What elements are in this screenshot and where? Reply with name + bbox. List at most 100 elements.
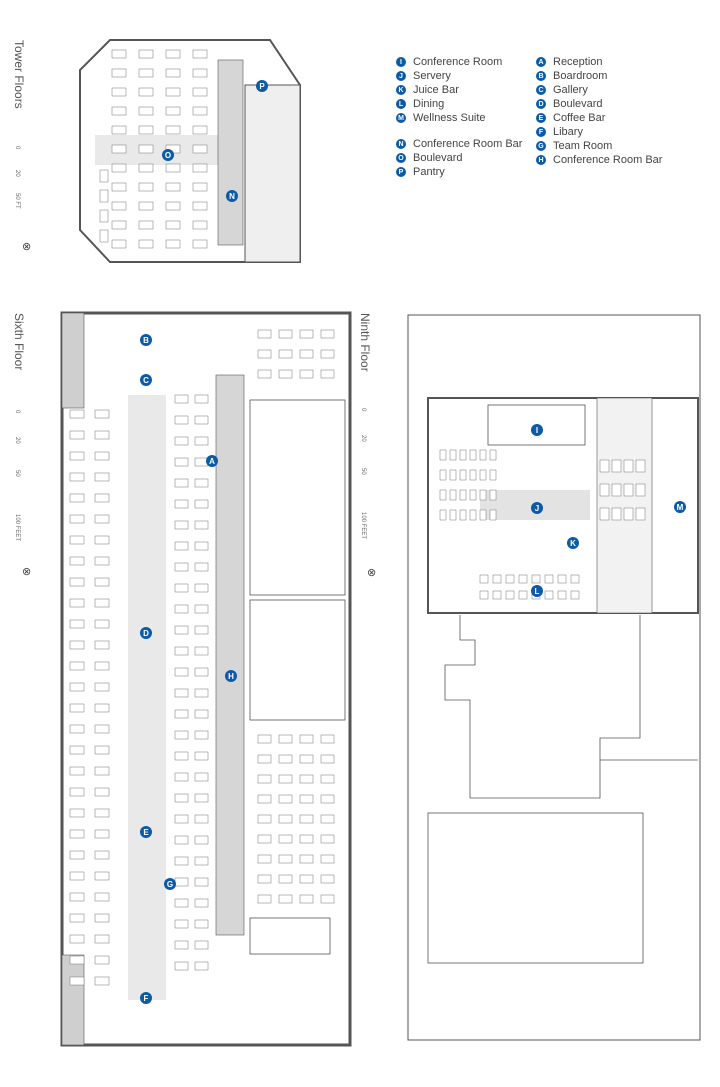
desk [479,509,487,521]
desk [174,940,189,950]
desk [192,125,208,135]
desk [611,459,622,473]
desk [94,955,110,965]
north-arrow-icon: ⊗ [367,567,377,579]
desk [299,349,314,359]
desk [439,489,447,501]
desk [489,509,497,521]
desk [69,913,85,923]
desk [299,854,314,864]
desk [111,239,127,249]
desk [138,106,154,116]
desk [174,394,189,404]
desk [174,709,189,719]
desk [192,49,208,59]
desk [479,574,489,584]
desk [257,734,272,744]
desk [194,667,209,677]
legend-marker-icon: G [536,141,546,151]
desk [492,574,502,584]
desk [299,754,314,764]
desk [174,898,189,908]
desk [278,814,293,824]
desk [257,854,272,864]
desk [320,794,335,804]
desk [439,469,447,481]
desk [439,509,447,521]
desk [194,394,209,404]
legend-label: Servery [413,70,451,82]
tower-floor-plan [79,39,301,263]
legend-marker-icon: I [396,57,406,67]
room-marker-h: H [225,670,237,682]
desk [138,68,154,78]
desk [111,125,127,135]
desk [611,507,622,521]
sixth-floor-title: Sixth Floor [12,313,26,371]
legend-marker-icon: N [396,139,406,149]
desk [174,583,189,593]
desk [194,961,209,971]
desk [94,619,110,629]
room-marker-d: D [140,627,152,639]
desk [278,794,293,804]
room-marker-i: I [531,424,543,436]
desk [69,598,85,608]
room-marker-b: B [140,334,152,346]
desk [69,892,85,902]
legend-label: Libary [553,126,583,138]
desk [94,913,110,923]
desk [194,730,209,740]
room-marker-o: O [162,149,174,161]
desk [94,514,110,524]
desk [257,874,272,884]
desk [69,514,85,524]
desk [174,478,189,488]
desk [320,834,335,844]
legend-marker-icon: C [536,85,546,95]
legend-marker-icon: D [536,99,546,109]
desk [165,201,181,211]
desk [174,604,189,614]
desk [194,520,209,530]
desk [194,793,209,803]
desk [320,734,335,744]
desk [174,646,189,656]
desk [94,829,110,839]
ninth-floor-plan [407,314,701,1041]
desk [94,724,110,734]
desk [138,220,154,230]
desk [299,774,314,784]
desk [111,49,127,59]
desk [69,934,85,944]
desk [69,619,85,629]
desk [459,469,467,481]
desk [94,934,110,944]
scale-label: 20 [360,435,366,442]
desk [479,489,487,501]
desk [69,976,85,986]
desk [69,766,85,776]
desk [449,509,457,521]
desk [69,430,85,440]
desk [544,590,554,600]
desk [111,144,127,154]
desk [69,703,85,713]
desk [479,469,487,481]
desk [69,661,85,671]
desk [623,459,634,473]
legend-label: Team Room [553,140,613,152]
legend-label: Wellness Suite [413,112,486,124]
desk [257,774,272,784]
room-marker-l: L [531,585,543,597]
legend-label: Pantry [413,166,445,178]
legend-label: Conference Room Bar [413,138,523,150]
desk [557,590,567,600]
desk [194,499,209,509]
desk [94,535,110,545]
desk [194,625,209,635]
